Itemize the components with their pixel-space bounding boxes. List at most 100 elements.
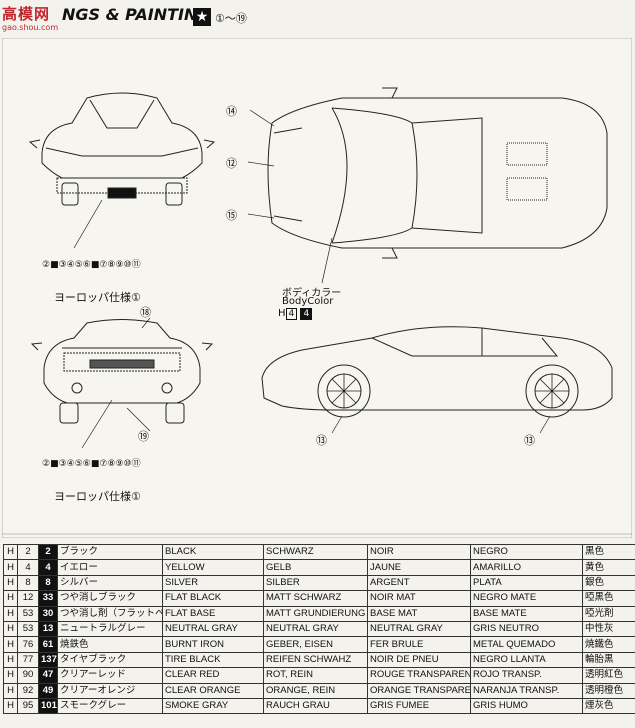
hobby-color-number: 2 — [17, 543, 39, 561]
color-name-jp: クリアーレッド — [57, 667, 163, 684]
color-name-cn: 輪胎黒 — [582, 651, 635, 669]
hobby-color-number: 92 — [17, 682, 39, 699]
color-name-fr: NOIR MAT — [367, 590, 471, 607]
color-name-de: GEBER, EISEN — [263, 636, 368, 653]
rear-view-drawing — [30, 319, 214, 424]
color-name-cn: 透明紅色 — [582, 667, 635, 684]
color-name-fr: ROUGE TRANSPARENT — [367, 667, 471, 684]
watermark-url: gao.shou.com — [2, 23, 59, 32]
color-name-jp: ブラック — [57, 543, 163, 561]
paint-prefix: H — [3, 559, 18, 576]
paint-prefix: H — [3, 697, 18, 715]
color-name-fr: GRIS FUMEE — [367, 697, 471, 715]
callout-14: ⑭ — [226, 105, 237, 118]
color-name-cn: 焼鐵色 — [582, 636, 635, 653]
color-name-jp: 焼鉄色 — [57, 636, 163, 653]
paint-prefix: H — [3, 651, 18, 669]
color-name-es: PLATA — [470, 574, 583, 592]
hobby-color-number: 90 — [17, 667, 39, 684]
rear-decal-list: ②■③④⑤⑥■⑦⑧⑨⑩⑪ — [42, 459, 141, 469]
color-name-jp: つや消し剤（フラットベース） — [57, 605, 163, 622]
callout-18: ⑱ — [140, 306, 151, 319]
step-range: ①～⑲ — [215, 12, 247, 25]
color-name-cn: 黒色 — [582, 543, 635, 561]
mr-color-number: 2 — [38, 543, 58, 561]
color-name-fr: ORANGE TRANSPARENT — [367, 682, 471, 699]
mr-color-number: 8 — [38, 574, 58, 592]
mr-color-number: 13 — [38, 620, 58, 638]
mr-color-number: 33 — [38, 590, 58, 607]
color-name-en: SMOKE GRAY — [162, 697, 264, 715]
color-name-es: AMARILLO — [470, 559, 583, 576]
color-name-de: ORANGE, REIN — [263, 682, 368, 699]
page-header: 高模网 gao.shou.com NGS & PAINTING ★ ①～⑲ — [0, 0, 635, 34]
color-name-es: NEGRO LLANTA — [470, 651, 583, 669]
color-name-en: FLAT BASE — [162, 605, 264, 622]
color-name-de: GELB — [263, 559, 368, 576]
color-name-en: YELLOW — [162, 559, 264, 576]
callout-13-rear-wheel: ⑬ — [524, 434, 535, 447]
callout-19: ⑲ — [138, 430, 149, 443]
color-name-jp: スモークグレー — [57, 697, 163, 715]
color-name-en: CLEAR ORANGE — [162, 682, 264, 699]
hobby-color-number: 53 — [17, 620, 39, 638]
body-color-h-prefix: H — [278, 308, 286, 319]
color-name-cn: 銀色 — [582, 574, 635, 592]
europe-spec-label-rear: ヨーロッパ仕様① — [54, 490, 141, 503]
mr-color-number: 30 — [38, 605, 58, 622]
mr-color-number: 101 — [38, 697, 58, 715]
color-name-en: BLACK — [162, 543, 264, 561]
color-name-es: BASE MATE — [470, 605, 583, 622]
color-name-fr: NEUTRAL GRAY — [367, 620, 471, 638]
callout-15: ⑮ — [226, 209, 237, 222]
hobby-color-number: 12 — [17, 590, 39, 607]
color-name-es: METAL QUEMADO — [470, 636, 583, 653]
color-name-de: REIFEN SCHWAHZ — [263, 651, 368, 669]
paint-prefix: H — [3, 620, 18, 638]
hobby-color-number: 4 — [17, 559, 39, 576]
hobby-color-number: 77 — [17, 651, 39, 669]
color-name-en: TIRE BLACK — [162, 651, 264, 669]
color-name-cn: 啞光剤 — [582, 605, 635, 622]
callout-13-front-wheel: ⑬ — [316, 434, 327, 447]
paint-prefix: H — [3, 574, 18, 592]
car-drawings — [2, 38, 632, 538]
paint-prefix: H — [3, 636, 18, 653]
color-name-en: FLAT BLACK — [162, 590, 264, 607]
color-name-fr: NOIR DE PNEU — [367, 651, 471, 669]
color-name-de: SCHWARZ — [263, 543, 368, 561]
watermark-logo: 高模网 — [2, 5, 51, 23]
hobby-color-number: 8 — [17, 574, 39, 592]
page-title: NGS & PAINTING — [62, 5, 211, 24]
color-name-de: ROT, REIN — [263, 667, 368, 684]
color-name-fr: ARGENT — [367, 574, 471, 592]
mr-color-number: 47 — [38, 667, 58, 684]
color-name-jp: ニュートラルグレー — [57, 620, 163, 638]
europe-spec-label: ヨーロッパ仕様① — [54, 291, 141, 304]
color-name-es: GRIS HUMO — [470, 697, 583, 715]
color-name-en: SILVER — [162, 574, 264, 592]
color-name-en: NEUTRAL GRAY — [162, 620, 264, 638]
color-name-fr: FER BRULE — [367, 636, 471, 653]
color-name-jp: イエロー — [57, 559, 163, 576]
color-name-jp: つや消しブラック — [57, 590, 163, 607]
color-name-cn: 煙灰色 — [582, 697, 635, 715]
callout-12: ⑫ — [226, 157, 237, 170]
body-color-label-en: BodyColor — [282, 296, 334, 307]
color-name-de: RAUCH GRAU — [263, 697, 368, 715]
color-name-jp: シルバー — [57, 574, 163, 592]
mr-color-number: 49 — [38, 682, 58, 699]
color-name-jp: タイヤブラック — [57, 651, 163, 669]
color-name-fr: NOIR — [367, 543, 471, 561]
